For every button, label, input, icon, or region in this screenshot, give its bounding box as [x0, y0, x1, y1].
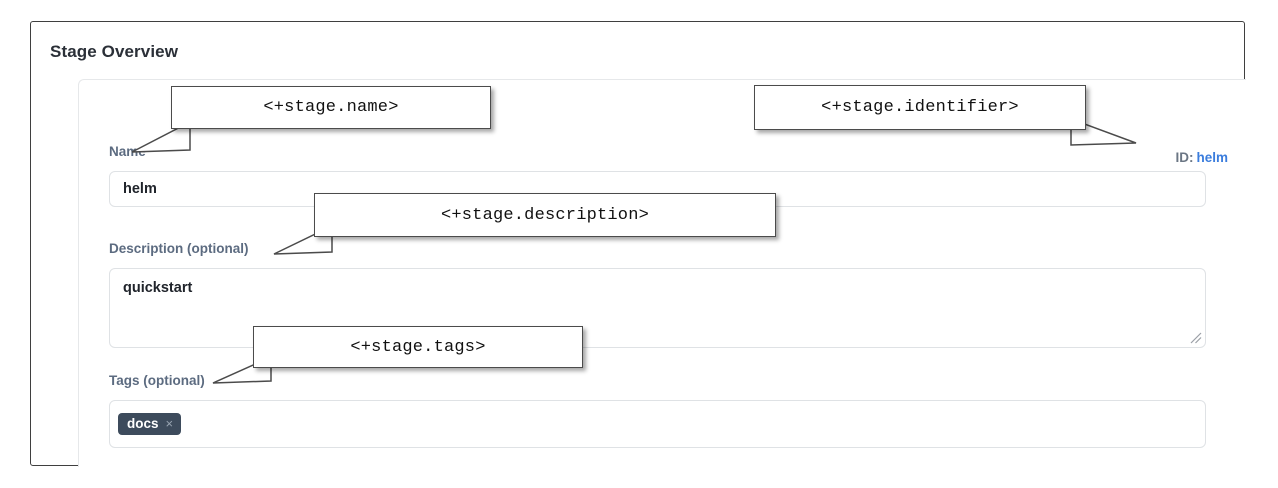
page-title: Stage Overview — [50, 42, 179, 61]
callout-stage-description: <+stage.description> — [314, 193, 776, 237]
tag-chip-docs[interactable]: docs × — [118, 412, 182, 436]
stage-identifier: ID:helm — [1175, 150, 1228, 165]
description-label: Description (optional) — [109, 241, 249, 256]
callout-stage-name: <+stage.name> — [171, 86, 491, 129]
id-label: ID: — [1175, 150, 1194, 165]
tags-input[interactable]: docs × — [109, 400, 1206, 448]
tags-label: Tags (optional) — [109, 373, 205, 388]
callout-stage-tags: <+stage.tags> — [253, 326, 583, 368]
callout-stage-identifier: <+stage.identifier> — [754, 85, 1086, 130]
tag-chip-close-icon[interactable]: × — [165, 416, 174, 431]
id-value[interactable]: helm — [1196, 150, 1228, 165]
callout-tail-stage-name — [131, 120, 191, 153]
callout-tail-stage-identifier — [1070, 117, 1137, 146]
name-label: Name — [109, 144, 146, 159]
tag-chip-label: docs — [127, 415, 159, 431]
